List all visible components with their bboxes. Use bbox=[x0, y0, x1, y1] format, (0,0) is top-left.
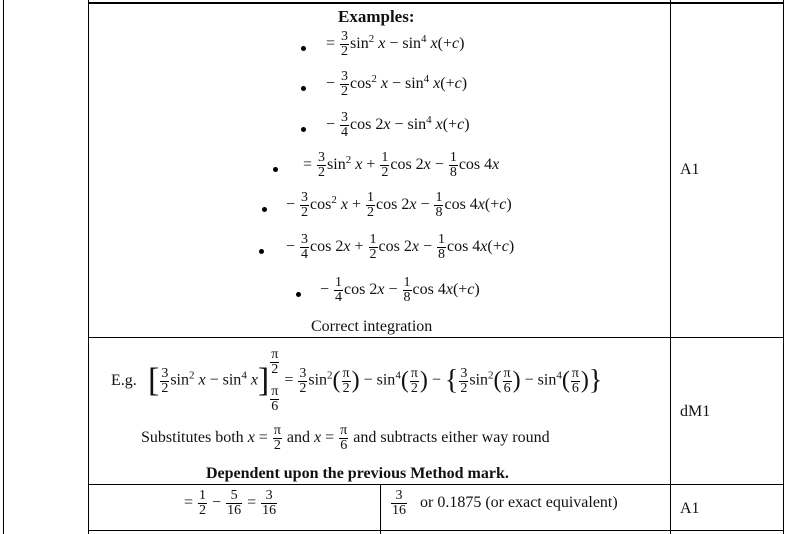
bottom-rule bbox=[88, 530, 784, 531]
examples-heading: Examples: bbox=[338, 7, 415, 26]
inner-col-divider bbox=[380, 484, 381, 534]
substitutes-prefix: Substitutes both bbox=[141, 429, 244, 447]
bullet-7 bbox=[296, 292, 301, 297]
mark-dm1: dM1 bbox=[680, 403, 711, 420]
row-divider-2 bbox=[88, 484, 784, 485]
mark-a1-second: A1 bbox=[680, 500, 700, 517]
bullet-3 bbox=[301, 127, 306, 132]
eg-label: E.g. bbox=[111, 372, 137, 389]
mark-a1-first: A1 bbox=[680, 161, 700, 178]
substitutes-suffix: and subtracts either way round bbox=[353, 429, 550, 447]
top-rule bbox=[88, 2, 783, 4]
correct-integration-note: Correct integration bbox=[311, 318, 433, 335]
bullet-6 bbox=[259, 249, 264, 254]
final-answer-text: or 0.1875 (or exact equivalent) bbox=[420, 494, 618, 512]
bullet-2 bbox=[301, 86, 306, 91]
bullet-1 bbox=[301, 46, 306, 51]
and-word: and bbox=[286, 429, 311, 447]
col-divider-left bbox=[88, 0, 89, 534]
left-border bbox=[3, 0, 4, 534]
col-divider-right bbox=[670, 0, 671, 534]
row-divider-1 bbox=[88, 337, 784, 338]
dependent-note: Dependent upon the previous Method mark. bbox=[206, 465, 509, 482]
bullet-4 bbox=[273, 167, 278, 172]
right-border bbox=[783, 0, 784, 534]
bullet-5 bbox=[262, 207, 267, 212]
